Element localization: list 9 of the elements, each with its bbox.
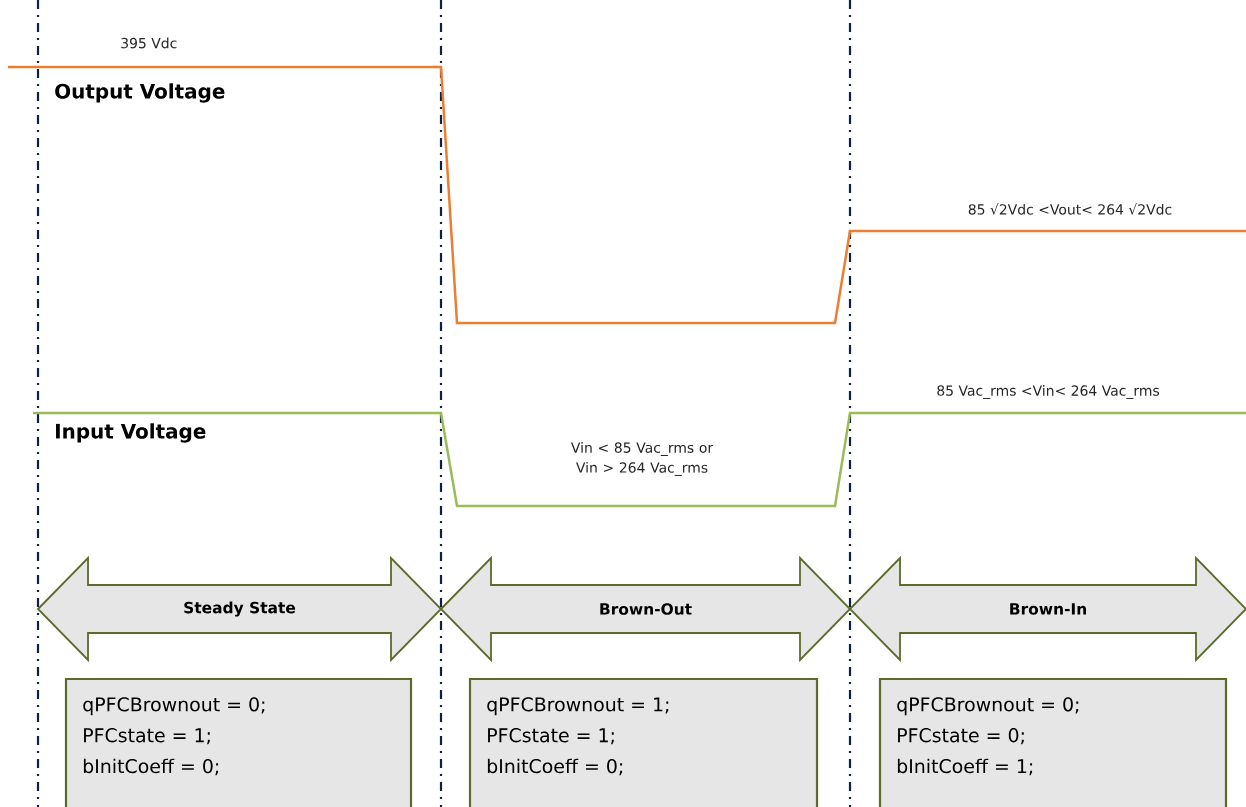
value-label: Vin < 85 Vac_rms or Vin > 264 Vac_rms	[571, 442, 714, 476]
state-box: qPFCBrownout = 0; PFCstate = 1; bInitCoeff = 0;	[64, 677, 413, 807]
value-label: 85 Vac_rms <Vin< 264 Vac_rms	[937, 385, 1160, 399]
value-label: 85 √2Vdc <Vout< 264 √2Vdc	[968, 203, 1172, 215]
state-box: qPFCBrownout = 0; PFCstate = 0; bInitCoeff = 1;	[878, 677, 1228, 807]
value-label: 395 Vdc	[121, 37, 177, 49]
state-box: qPFCBrownout = 1; PFCstate = 1; bInitCoeff = 0;	[468, 677, 819, 807]
axis-title: Input Voltage	[56, 423, 206, 443]
axis-title: Output Voltage	[55, 83, 225, 103]
